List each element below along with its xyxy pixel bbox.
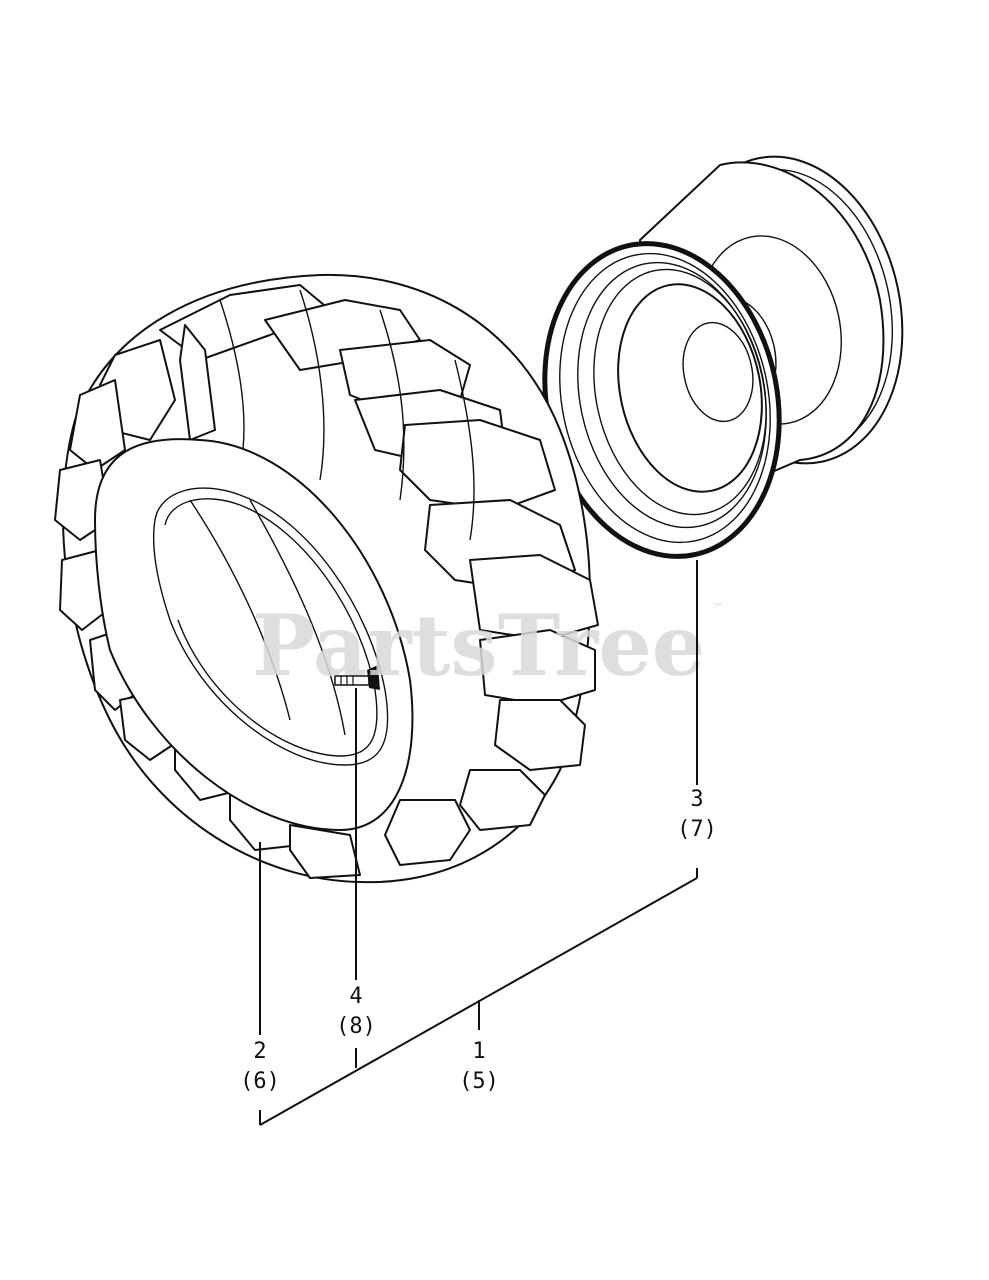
tire-drawing xyxy=(54,273,599,884)
callout-number: 4 xyxy=(349,984,362,1009)
callout-tire: 2 (6) xyxy=(240,1039,280,1094)
leader-lines xyxy=(259,560,698,1126)
callout-valve: 4 (8) xyxy=(336,984,376,1039)
callout-qty: (6) xyxy=(240,1069,280,1094)
valve-stem-drawing xyxy=(334,665,380,690)
callout-qty: (8) xyxy=(336,1014,376,1039)
callout-qty: (5) xyxy=(459,1069,499,1094)
callout-number: 3 xyxy=(690,787,703,812)
callout-number: 1 xyxy=(472,1039,485,1064)
watermark-trademark: ™ xyxy=(712,601,724,615)
callout-qty: (7) xyxy=(677,817,717,842)
rim-drawing xyxy=(542,155,904,559)
watermark-text: PartsTree xyxy=(252,596,705,695)
callout-number: 2 xyxy=(253,1039,266,1064)
watermark: PartsTree ™ xyxy=(252,596,724,695)
callout-wheel: 1 (5) xyxy=(459,1039,499,1094)
callout-rim: 3 (7) xyxy=(677,787,717,842)
